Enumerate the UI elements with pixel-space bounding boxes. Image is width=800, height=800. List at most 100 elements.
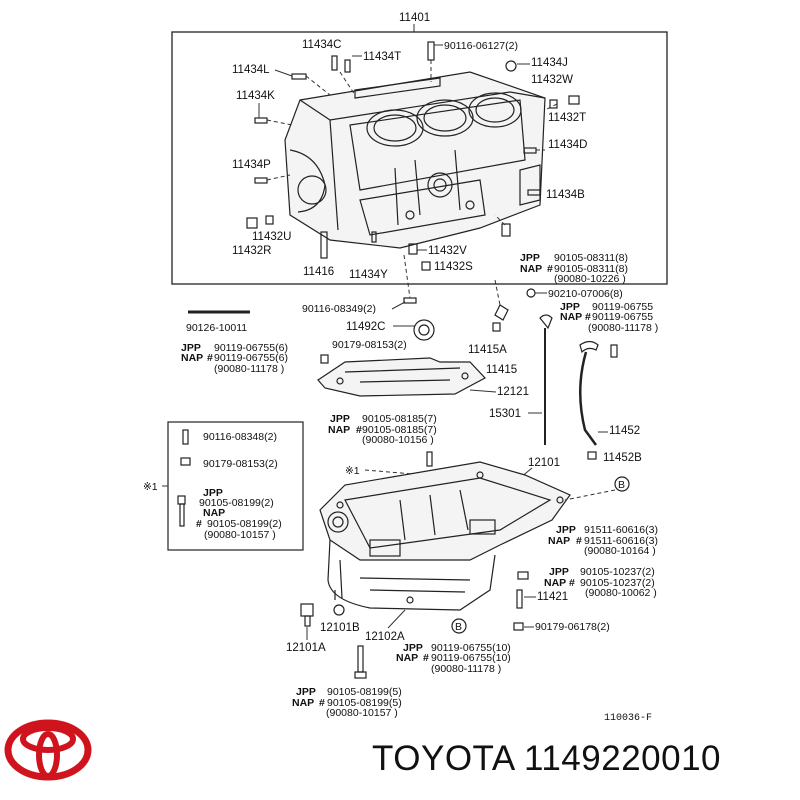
svg-text:90105-08311(8): 90105-08311(8) xyxy=(554,263,628,275)
multi-part-g9: JPP 90105-08199(5) NAP # 90105-08199(5) … xyxy=(292,686,402,719)
label-15301: 15301 xyxy=(489,408,521,420)
svg-text:#: # xyxy=(547,263,553,275)
multi-part-g1: JPP 90105-08311(8) NAP # 90105-08311(8) … xyxy=(520,252,628,285)
svg-text:#: # xyxy=(569,577,575,589)
label-11434T: 11434T xyxy=(363,51,401,63)
label-90116-08349: 90116-08349(2) xyxy=(302,303,376,315)
engine-block-frame xyxy=(171,31,668,285)
note-marker-1b: ※1 xyxy=(345,465,360,477)
svg-text:#: # xyxy=(423,652,429,664)
svg-text:91511-60616(3): 91511-60616(3) xyxy=(584,535,658,547)
label-90116-08348: 90116-08348(2) xyxy=(203,431,277,443)
svg-text:(90080-10157 ): (90080-10157 ) xyxy=(204,529,276,541)
label-11432R: 11432R xyxy=(232,245,271,257)
label-90116-06127: 90116-06127(2) xyxy=(444,40,518,52)
engine-block-drawing xyxy=(284,71,546,249)
svg-text:(90080-11178 ): (90080-11178 ) xyxy=(588,322,658,334)
svg-text:90105-08185(7): 90105-08185(7) xyxy=(362,413,437,425)
label-11415A: 11415A xyxy=(468,344,507,356)
label-12121: 12121 xyxy=(497,386,529,398)
svg-text:#: # xyxy=(356,424,362,436)
label-11452B: 11452B xyxy=(603,452,642,464)
label-11434C: 11434C xyxy=(302,39,341,51)
note-marker-1: ※1 xyxy=(143,481,158,493)
svg-text:JPP: JPP xyxy=(403,642,423,654)
baffle-plate-drawing xyxy=(317,357,486,397)
svg-text:NAP: NAP xyxy=(520,263,542,275)
label-90179-08153: 90179-08153(2) xyxy=(332,339,407,351)
svg-text:JPP: JPP xyxy=(560,301,580,313)
label-11432W: 11432W xyxy=(531,74,573,86)
label-11416: 11416 xyxy=(303,266,334,278)
label-11452: 11452 xyxy=(609,425,640,437)
svg-text:#: # xyxy=(196,518,202,530)
svg-text:NAP: NAP xyxy=(548,535,570,547)
svg-text:NAP: NAP xyxy=(203,507,225,519)
svg-text:90105-10237(2): 90105-10237(2) xyxy=(580,566,655,578)
label-11432S: 11432S xyxy=(434,261,473,273)
svg-text:JPP: JPP xyxy=(330,413,350,425)
svg-text:NAP: NAP xyxy=(181,352,203,364)
svg-text:NAP: NAP xyxy=(560,311,582,323)
label-11434L: 11434L xyxy=(232,64,270,76)
multi-part-g6: JPP 91511-60616(3) NAP # 91511-60616(3) … xyxy=(548,524,658,557)
svg-text:(90080-10062 ): (90080-10062 ) xyxy=(585,587,657,599)
label-90179-08153b: 90179-08153(2) xyxy=(203,458,278,470)
label-90126-10011: 90126-10011 xyxy=(186,322,247,334)
brand-part-number: TOYOTA 1149220010 xyxy=(372,739,722,778)
svg-text:#: # xyxy=(207,352,213,364)
label-11434Y: 11434Y xyxy=(349,269,388,281)
label-11432T: 11432T xyxy=(548,112,586,124)
label-11434D: 11434D xyxy=(548,139,587,151)
svg-text:(90080-10226 ): (90080-10226 ) xyxy=(554,273,626,285)
svg-text:JPP: JPP xyxy=(203,487,223,499)
label-11434K: 11434K xyxy=(236,90,275,102)
ref-marker-b2: B xyxy=(455,621,462,633)
label-12101B: 12101B xyxy=(320,622,360,634)
label-11415: 11415 xyxy=(486,364,517,376)
label-11434J: 11434J xyxy=(531,57,568,69)
svg-text:(90080-10164 ): (90080-10164 ) xyxy=(584,545,656,557)
label-11421: 11421 xyxy=(537,591,568,603)
multi-part-g3: JPP 90119-06755(6) NAP # 90119-06755(6) … xyxy=(181,342,288,375)
label-12102A: 12102A xyxy=(365,631,405,643)
svg-text:90105-08199(2): 90105-08199(2) xyxy=(207,518,282,530)
svg-text:90119-06755: 90119-06755 xyxy=(592,311,653,323)
label-11492C: 11492C xyxy=(346,321,385,333)
toyota-logo-icon xyxy=(4,719,92,781)
svg-text:(90080-11178 ): (90080-11178 ) xyxy=(431,663,501,675)
ref-marker-b: B xyxy=(618,479,625,491)
label-11434B: 11434B xyxy=(546,189,585,201)
svg-text:91511-60616(3): 91511-60616(3) xyxy=(584,524,658,536)
svg-text:JPP: JPP xyxy=(556,524,576,536)
svg-text:90119-06755(10): 90119-06755(10) xyxy=(431,652,511,664)
multi-part-g4: JPP 90105-08185(7) NAP # 90105-08185(7) … xyxy=(328,413,437,446)
svg-text:90105-08311(8): 90105-08311(8) xyxy=(554,252,628,264)
label-90179-06178: 90179-06178(2) xyxy=(535,621,610,633)
svg-text:90105-08199(5): 90105-08199(5) xyxy=(327,686,402,698)
svg-text:#: # xyxy=(319,697,325,709)
svg-text:#: # xyxy=(585,311,591,323)
svg-text:JPP: JPP xyxy=(181,342,201,354)
label-90210-07006: 90210-07006(8) xyxy=(548,288,623,300)
svg-text:90119-06755: 90119-06755 xyxy=(592,301,653,313)
svg-text:90105-10237(2): 90105-10237(2) xyxy=(580,577,655,589)
svg-text:90105-08199(5): 90105-08199(5) xyxy=(327,697,402,709)
svg-text:(90080-11178 ): (90080-11178 ) xyxy=(214,363,284,375)
svg-text:JPP: JPP xyxy=(549,566,569,578)
svg-text:(90080-10157 ): (90080-10157 ) xyxy=(326,707,398,719)
block-small-parts xyxy=(246,41,580,271)
drawing-ref-number: 110036-F xyxy=(604,713,652,724)
label-12101: 12101 xyxy=(528,457,560,469)
svg-text:NAP: NAP xyxy=(328,424,350,436)
multi-part-g8: JPP 90119-06755(10) NAP # 90119-06755(10… xyxy=(396,642,511,675)
svg-text:90119-06755(6): 90119-06755(6) xyxy=(214,342,288,354)
svg-text:NAP: NAP xyxy=(396,652,418,664)
svg-text:NAP: NAP xyxy=(544,577,566,589)
label-11401: 11401 xyxy=(399,12,430,24)
svg-text:#: # xyxy=(576,535,582,547)
svg-text:JPP: JPP xyxy=(520,252,540,264)
multi-part-g7: JPP 90105-10237(2) NAP # 90105-10237(2) … xyxy=(544,566,657,599)
svg-text:90119-06755(6): 90119-06755(6) xyxy=(214,352,288,364)
svg-text:90119-06755(10): 90119-06755(10) xyxy=(431,642,511,654)
